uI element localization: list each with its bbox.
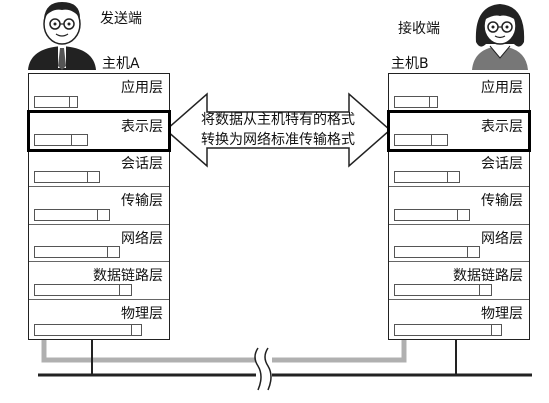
pdu-bar	[34, 209, 110, 221]
transmission-cable	[41, 338, 407, 363]
receiver-role-label: 接收端	[398, 21, 440, 37]
pdu-bar	[34, 284, 132, 296]
pdu-bar	[394, 171, 460, 183]
host-a-layer-presentation: 表示层	[27, 110, 171, 152]
pdu-bar	[34, 246, 120, 258]
sender-role-label: 发送端	[100, 11, 142, 27]
host-b-layer-session: 会话层	[389, 149, 529, 187]
host-a-stack: 应用层 表示层 会话层 传输层 网络层 数据链路层 物理层	[27, 73, 171, 340]
host-a-layer-session: 会话层	[29, 149, 169, 187]
pdu-bar	[394, 134, 448, 146]
network-break-symbol	[254, 345, 272, 391]
host-b-layer-physical: 物理层	[389, 299, 529, 340]
host-a-layer-physical: 物理层	[29, 299, 169, 340]
pdu-bar	[394, 324, 502, 336]
conversion-line-1: 将数据从主机特有的格式	[201, 112, 355, 128]
host-b-layer-presentation: 表示层	[387, 110, 531, 152]
conversion-line-2: 转换为网络标准传输格式	[201, 132, 355, 148]
host-a-layer-application: 应用层	[29, 74, 169, 112]
pdu-bar	[34, 134, 88, 146]
host-a-label: 主机A	[102, 56, 140, 72]
pdu-bar	[34, 171, 100, 183]
host-b-layer-network: 网络层	[389, 224, 529, 262]
pdu-bar	[34, 324, 142, 336]
host-a-layer-network: 网络层	[29, 224, 169, 262]
host-a-layer-datalink: 数据链路层	[29, 261, 169, 300]
host-b-layer-application: 应用层	[389, 74, 529, 112]
host-b-layer-transport: 传输层	[389, 186, 529, 225]
host-a-layer-transport: 传输层	[29, 186, 169, 225]
pdu-bar	[394, 284, 492, 296]
pdu-bar	[394, 246, 480, 258]
pdu-bar	[34, 96, 78, 108]
sender-person-icon	[28, 2, 96, 70]
host-b-label: 主机B	[391, 56, 429, 72]
pdu-bar	[394, 96, 438, 108]
receiver-person-icon	[472, 4, 528, 70]
conversion-description: 将数据从主机特有的格式 转换为网络标准传输格式	[190, 110, 366, 150]
host-b-layer-datalink: 数据链路层	[389, 261, 529, 300]
host-b-stack: 应用层 表示层 会话层 传输层 网络层 数据链路层 物理层	[387, 73, 531, 340]
pdu-bar	[394, 209, 470, 221]
